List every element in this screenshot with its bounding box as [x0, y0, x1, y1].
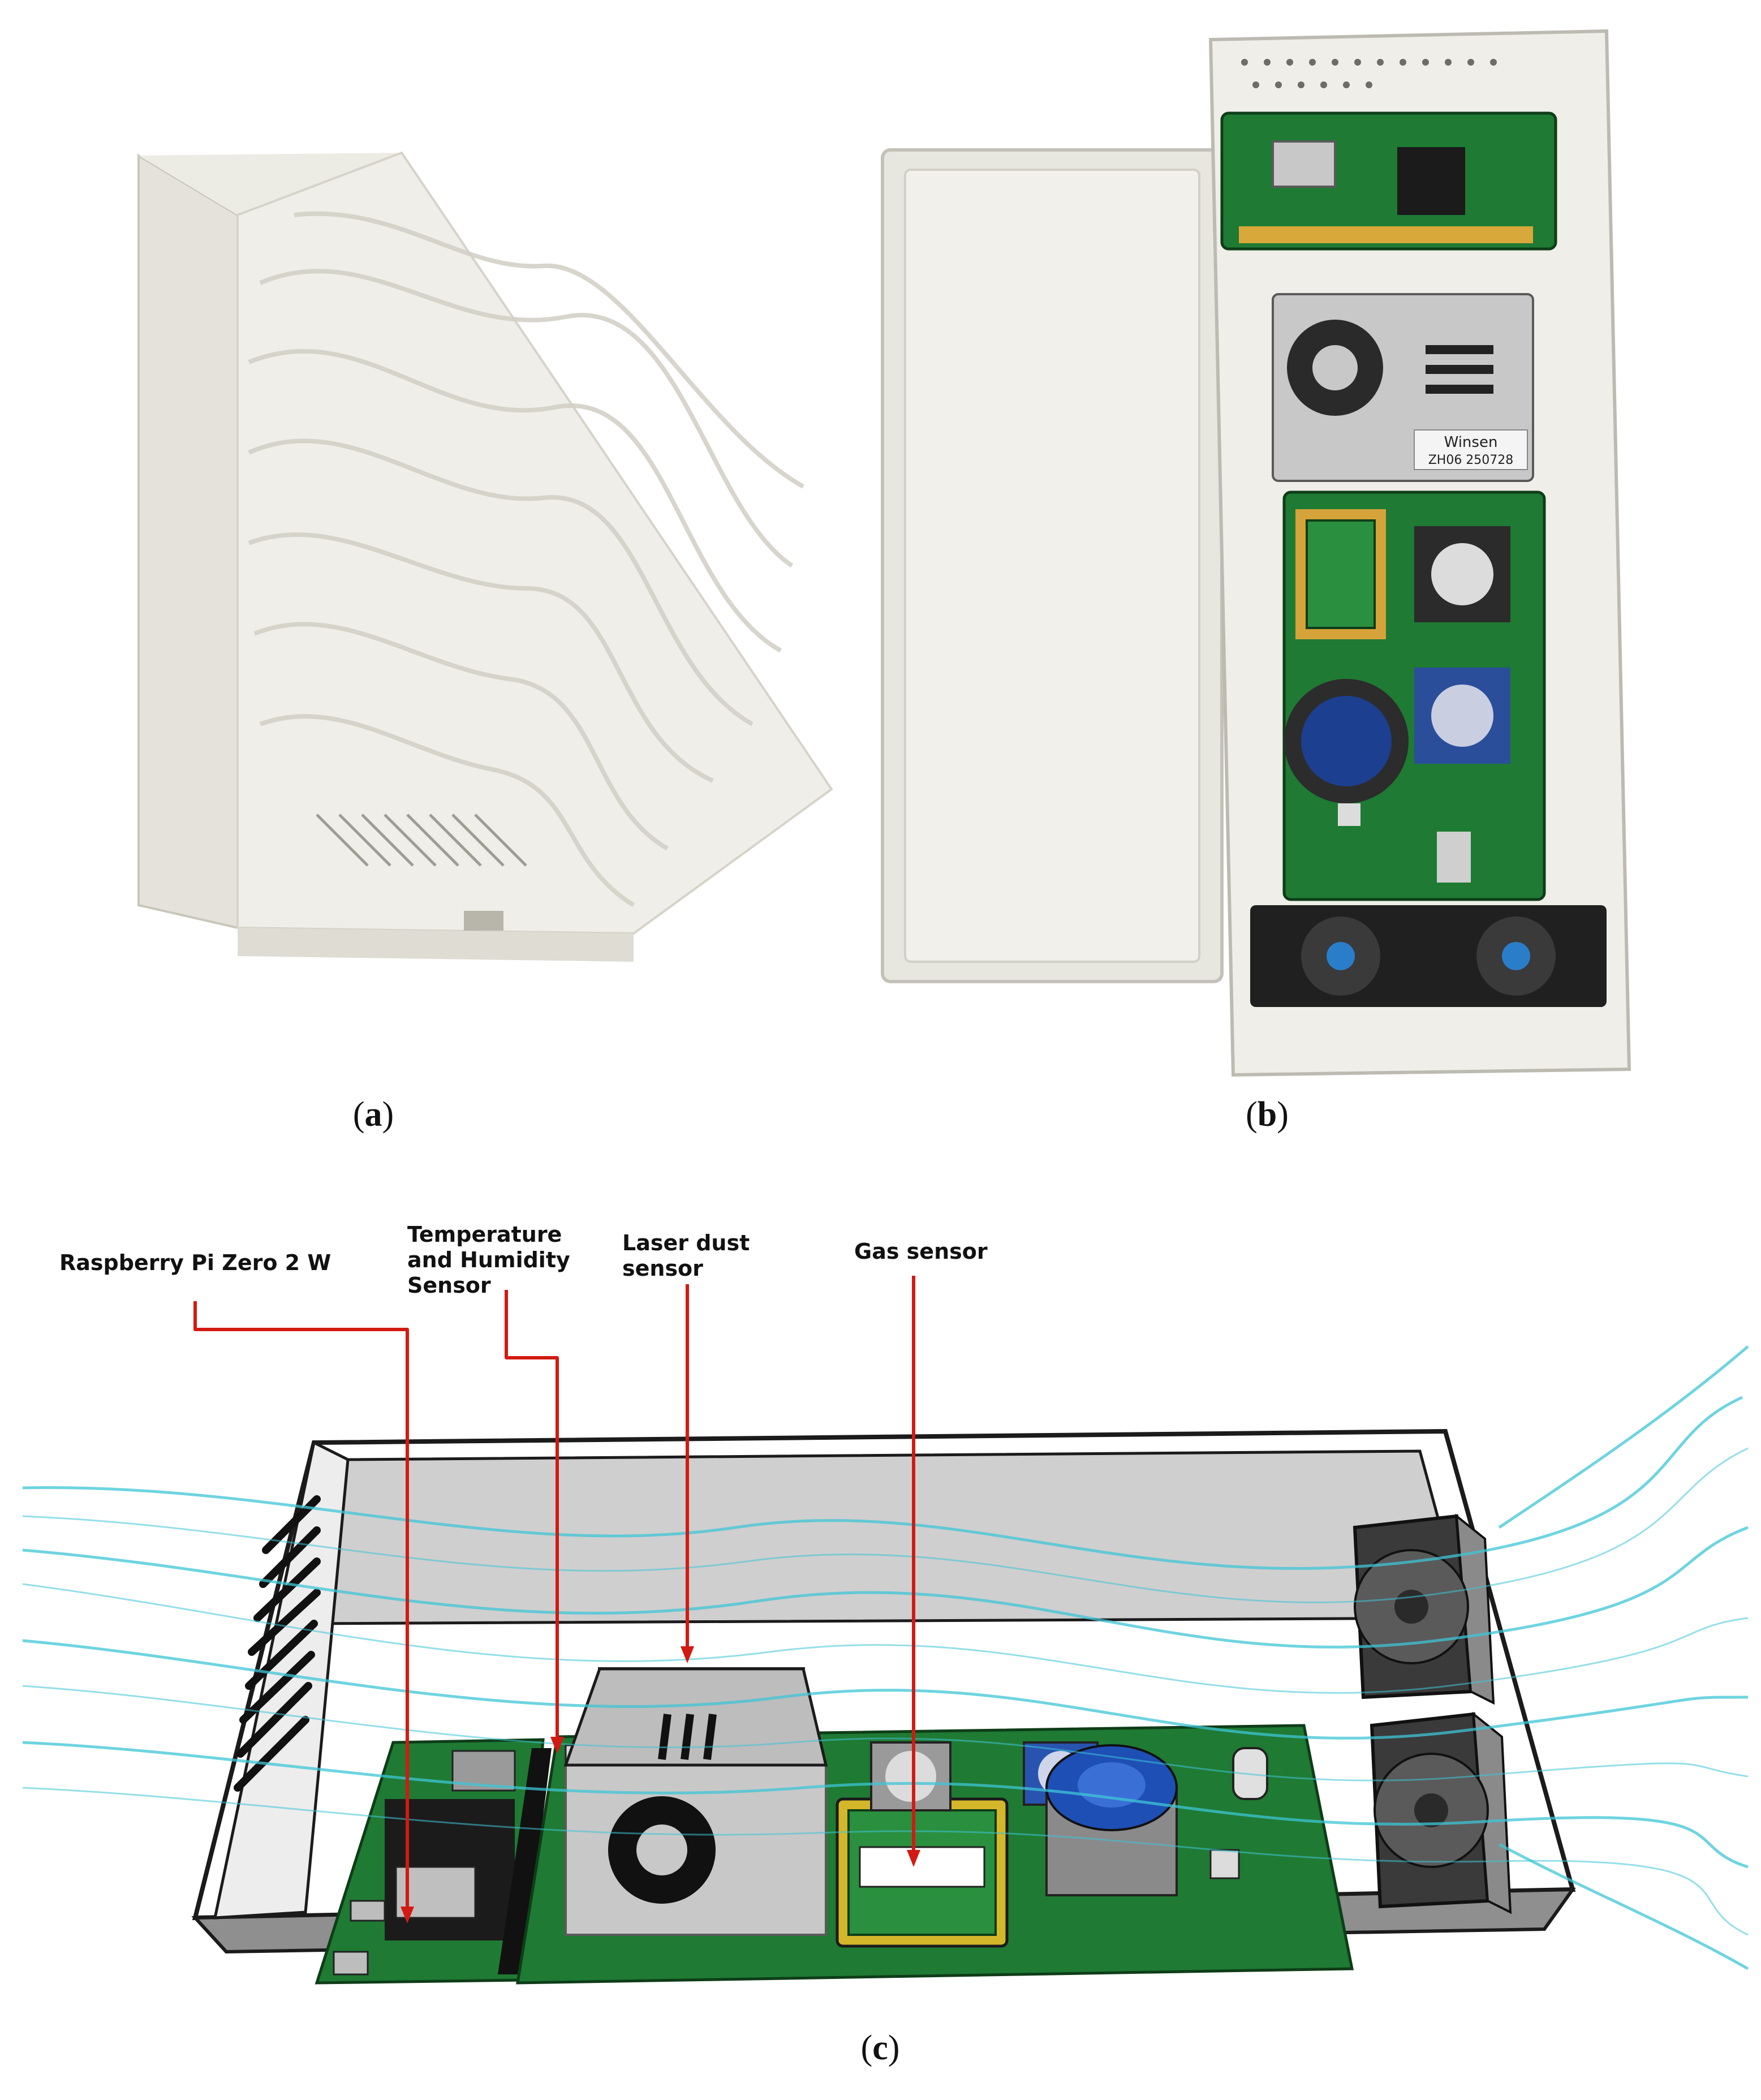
module-brand-text: Winsen [1444, 434, 1498, 451]
module-code-text: ZH06 250728 [1428, 453, 1514, 467]
callout-dust-label-2: sensor [622, 1256, 703, 1281]
fan-upper [1353, 1513, 1495, 1705]
airflow-lines [22, 1345, 1749, 1970]
caption-b: (b) [1246, 1095, 1289, 1134]
callout-temp-label-3: Sensor [407, 1273, 491, 1298]
left-wall-vents [234, 1495, 321, 1792]
vent-holes-top [1241, 59, 1497, 88]
callout-rpi-label: Raspberry Pi Zero 2 W [59, 1250, 331, 1275]
panel-b-photo: Winsen ZH06 250728 [881, 29, 1631, 1077]
panel-c-illustration [191, 1428, 1576, 1985]
callout-temp-label-1: Temperature [407, 1222, 562, 1247]
fan-lower [1370, 1711, 1512, 1914]
callout-dust: Laser dust sensor [622, 1230, 750, 1663]
caption-a: (a) [353, 1095, 394, 1134]
callout-dust-label-1: Laser dust [622, 1230, 750, 1255]
callout-gas-label: Gas sensor [854, 1239, 988, 1264]
gpio-header [498, 1748, 552, 1974]
callout-gas: Gas sensor [854, 1239, 988, 1867]
callout-temp: Temperature and Humidity Sensor [407, 1222, 570, 1754]
callout-temp-label-2: and Humidity [407, 1247, 570, 1272]
back-wall-mesh [303, 1449, 1467, 1625]
caption-c: (c) [861, 2029, 900, 2067]
electrochemical-sensor [1045, 1744, 1178, 1896]
module-label [1414, 429, 1528, 470]
usb-port-opening [464, 911, 503, 931]
panel-a-photo [137, 151, 833, 962]
callout-rpi: Raspberry Pi Zero 2 W [59, 1250, 414, 1923]
